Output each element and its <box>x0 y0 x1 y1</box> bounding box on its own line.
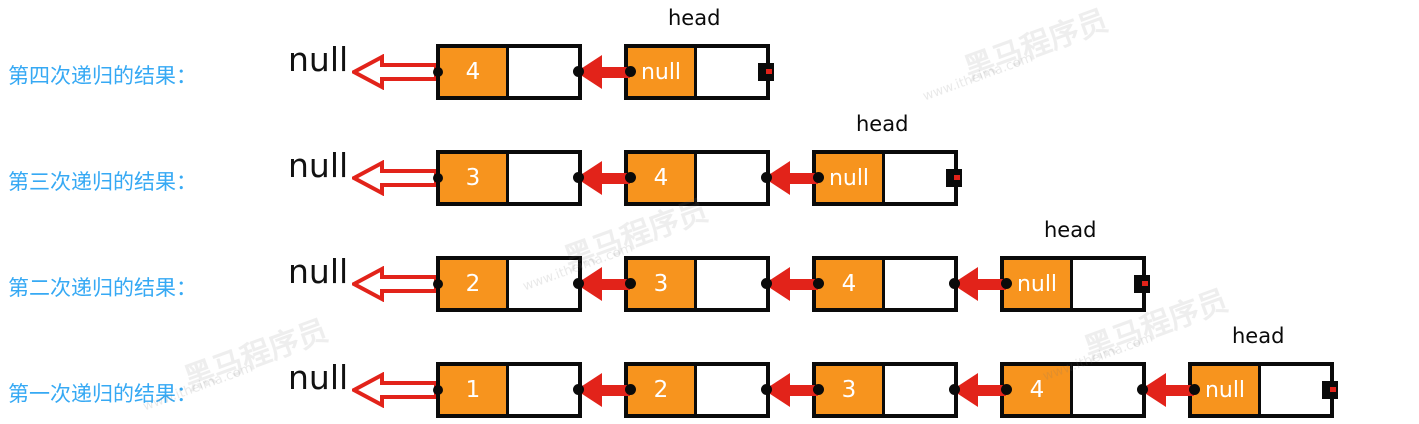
node-data-cell: 3 <box>440 154 509 202</box>
node-data-cell: null <box>628 48 697 96</box>
head-label: head <box>1232 324 1285 348</box>
list-node-box[interactable]: 3 <box>433 150 582 206</box>
head-node-box[interactable]: null <box>624 44 774 100</box>
step-label: 第三次递归的结果： <box>8 170 197 194</box>
node-next-cell <box>697 48 766 96</box>
node-link-arrow <box>1137 373 1200 407</box>
recursion-row: 第一次递归的结果： null 1 2 3 4 null head <box>0 318 1419 424</box>
node-next-cell <box>885 154 954 202</box>
node-data-cell: 2 <box>628 366 697 414</box>
node-next-cell <box>509 154 578 202</box>
node-data-cell: 4 <box>816 260 885 308</box>
step-label: 第四次递归的结果： <box>8 64 197 88</box>
hollow-null-arrow <box>352 266 438 302</box>
recursion-row: 第四次递归的结果： null 4 null head <box>0 0 1419 106</box>
null-result-text: null <box>288 40 349 79</box>
node-link-arrow <box>761 373 824 407</box>
null-result-text: null <box>288 358 349 397</box>
node-next-cell <box>1073 260 1142 308</box>
node-next-cell <box>1073 366 1142 414</box>
hollow-null-arrow <box>352 372 438 408</box>
null-result-text: null <box>288 146 349 185</box>
step-label: 第一次递归的结果： <box>8 382 197 406</box>
node-link-arrow <box>573 267 636 301</box>
list-node-box[interactable]: 4 <box>997 362 1146 418</box>
head-terminator-dot <box>946 169 962 187</box>
node-data-cell: 4 <box>1004 366 1073 414</box>
list-node-box[interactable]: 4 <box>809 256 958 312</box>
node-next-cell <box>509 260 578 308</box>
node-next-cell <box>697 154 766 202</box>
node-left-connector-dot <box>433 67 443 77</box>
hollow-null-arrow <box>352 54 438 90</box>
node-left-connector-dot <box>433 385 443 395</box>
node-data-cell: null <box>816 154 885 202</box>
hollow-null-arrow <box>352 160 438 196</box>
node-data-cell: 4 <box>628 154 697 202</box>
head-node-box[interactable]: null <box>1188 362 1338 418</box>
recursion-row: 第三次递归的结果： null 3 4 null head <box>0 106 1419 212</box>
head-terminator-dot <box>1322 381 1338 399</box>
recursion-row: 第二次递归的结果： null 2 3 4 null head <box>0 212 1419 318</box>
list-node-box[interactable]: 1 <box>433 362 582 418</box>
node-next-cell <box>697 366 766 414</box>
list-node-box[interactable]: 2 <box>621 362 770 418</box>
node-left-connector-dot <box>433 173 443 183</box>
node-left-connector-dot <box>433 279 443 289</box>
node-link-arrow <box>573 161 636 195</box>
list-node-box[interactable]: 4 <box>433 44 582 100</box>
node-link-arrow <box>761 161 824 195</box>
step-label: 第二次递归的结果： <box>8 276 197 300</box>
list-node-box[interactable]: 4 <box>621 150 770 206</box>
node-data-cell: 3 <box>816 366 885 414</box>
node-data-cell: 3 <box>628 260 697 308</box>
head-terminator-dot <box>758 63 774 81</box>
node-link-arrow <box>949 267 1012 301</box>
node-next-cell <box>697 260 766 308</box>
node-data-cell: 2 <box>440 260 509 308</box>
node-link-arrow <box>949 373 1012 407</box>
list-node-box[interactable]: 3 <box>809 362 958 418</box>
node-next-cell <box>509 48 578 96</box>
node-data-cell: 4 <box>440 48 509 96</box>
node-data-cell: null <box>1192 366 1261 414</box>
node-next-cell <box>885 260 954 308</box>
head-node-box[interactable]: null <box>1000 256 1150 312</box>
node-link-arrow <box>573 373 636 407</box>
node-next-cell <box>1261 366 1330 414</box>
list-node-box[interactable]: 2 <box>433 256 582 312</box>
node-data-cell: null <box>1004 260 1073 308</box>
node-link-arrow <box>761 267 824 301</box>
node-data-cell: 1 <box>440 366 509 414</box>
head-terminator-dot <box>1134 275 1150 293</box>
list-node-box[interactable]: 3 <box>621 256 770 312</box>
null-result-text: null <box>288 252 349 291</box>
head-label: head <box>668 6 721 30</box>
head-label: head <box>856 112 909 136</box>
node-next-cell <box>509 366 578 414</box>
node-next-cell <box>885 366 954 414</box>
head-label: head <box>1044 218 1097 242</box>
head-node-box[interactable]: null <box>812 150 962 206</box>
node-link-arrow <box>573 55 636 89</box>
